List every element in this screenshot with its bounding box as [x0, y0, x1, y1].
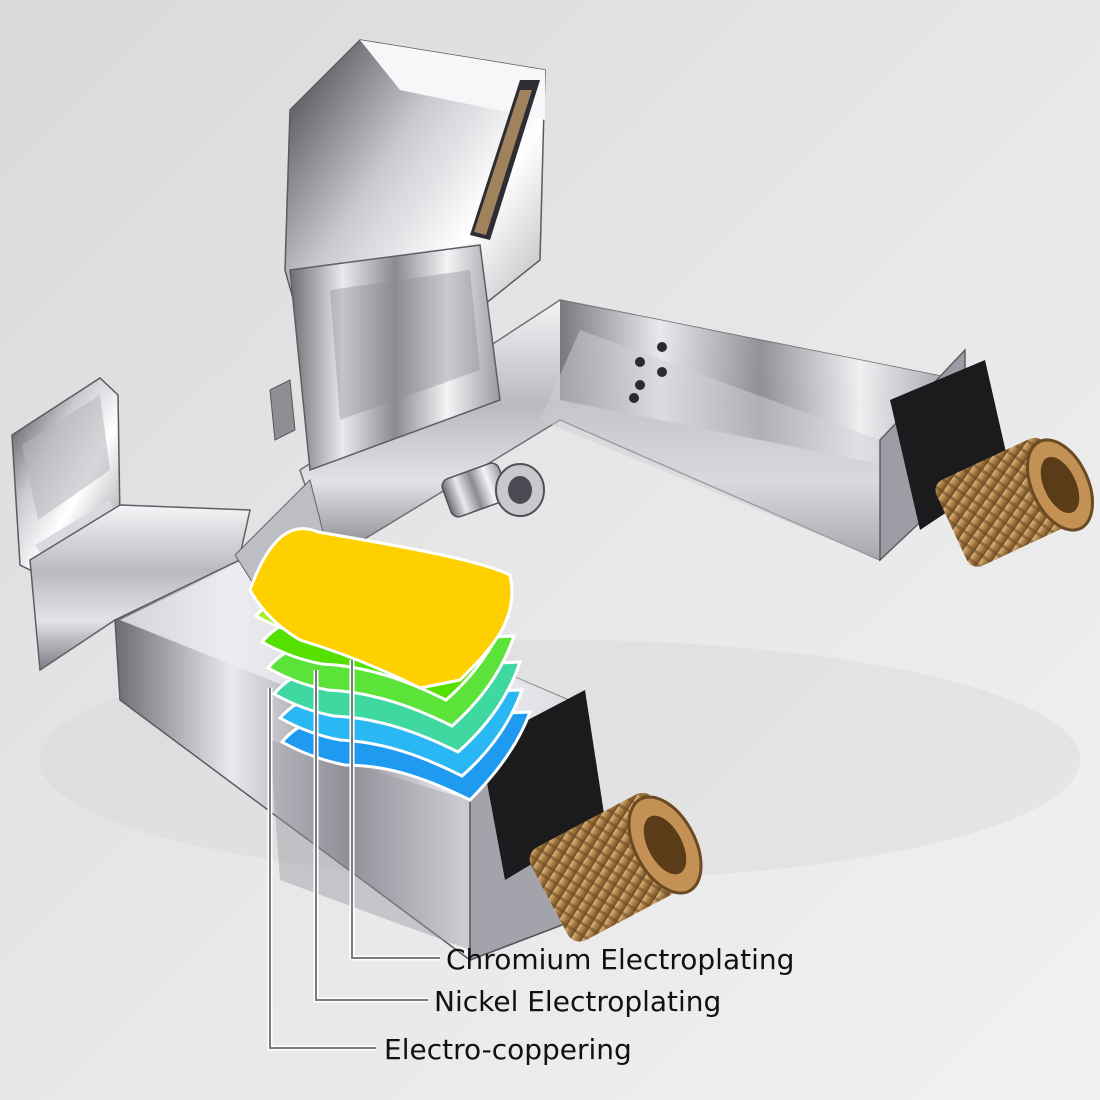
copper-label: Electro-coppering — [384, 1033, 632, 1066]
copper-leader-line — [269, 688, 376, 1049]
chromium-layer — [248, 527, 514, 690]
back-faucet — [269, 39, 1094, 567]
nickel-label: Nickel Electroplating — [434, 985, 722, 1018]
nickel-leader-line — [315, 670, 428, 1001]
plating-layers-diagram — [248, 527, 533, 1051]
chromium-leader-line — [351, 660, 440, 959]
chromium-label: Chromium Electroplating — [446, 943, 795, 976]
